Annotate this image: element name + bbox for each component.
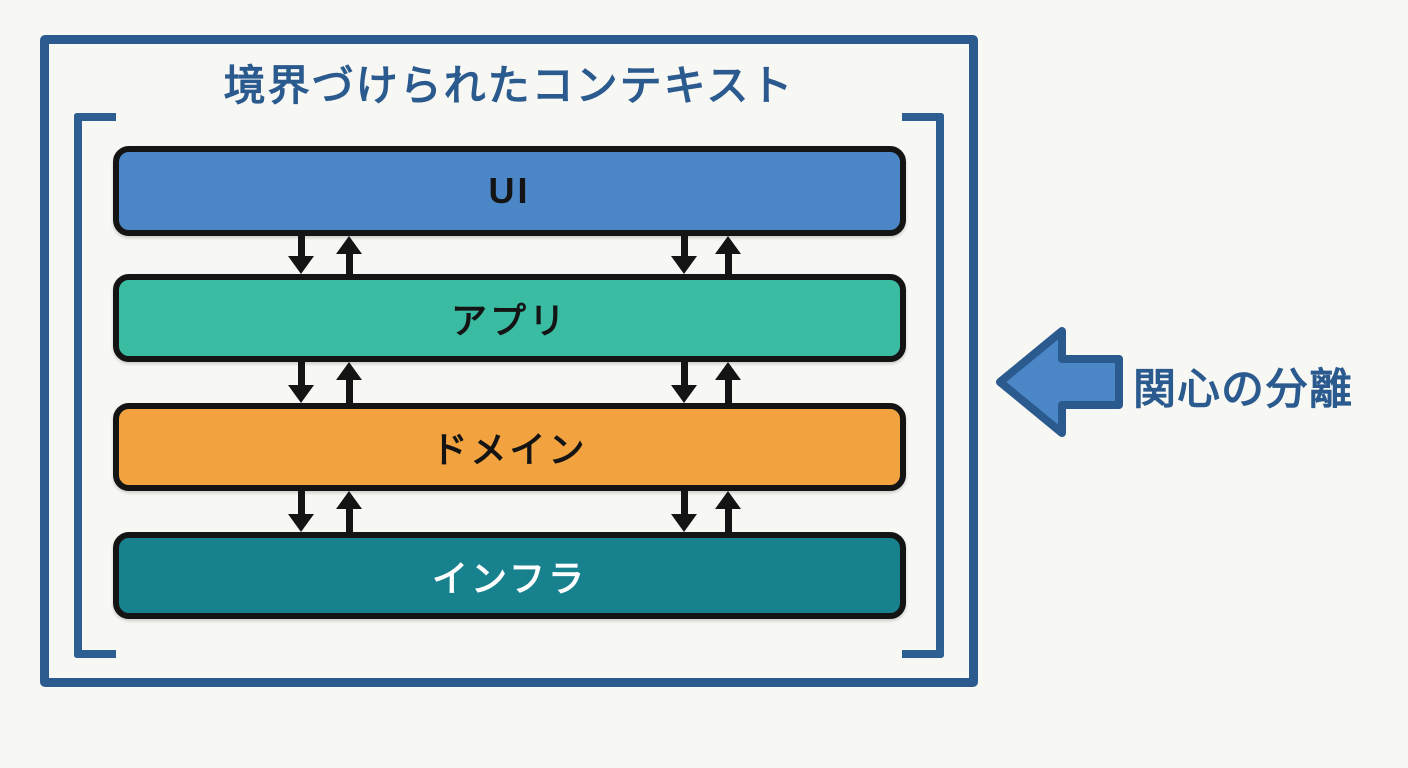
layer-infrastructure: インフラ	[113, 532, 906, 619]
arrow-up-icon	[715, 362, 741, 403]
left-bracket	[74, 113, 116, 658]
layer-domain-label: ドメイン	[431, 429, 588, 470]
arrow-up-icon	[336, 491, 362, 532]
arrow-down-icon	[288, 491, 314, 532]
left-block-arrow-icon	[996, 327, 1123, 437]
diagram-title: 境界づけられたコンテキスト	[223, 62, 795, 109]
arrow-down-icon	[288, 362, 314, 403]
layer-domain: ドメイン	[113, 403, 906, 491]
layer-infrastructure-label: インフラ	[432, 557, 587, 599]
arrow-up-icon	[715, 491, 741, 532]
layer-application: アプリ	[113, 274, 906, 362]
arrow-down-icon	[288, 236, 314, 274]
layer-application-label: アプリ	[450, 300, 568, 341]
connectors-ui-app	[113, 236, 906, 274]
arrow-up-icon	[336, 362, 362, 403]
layer-ui-label: UI	[488, 170, 531, 211]
layer-ui: UI	[113, 146, 906, 236]
arrow-down-icon	[671, 491, 697, 532]
right-bracket	[902, 113, 944, 658]
connectors-app-domain	[113, 362, 906, 403]
arrow-down-icon	[671, 362, 697, 403]
connectors-domain-infra	[113, 491, 906, 532]
bounded-context-frame	[40, 35, 978, 687]
arrow-down-icon	[671, 236, 697, 274]
arrow-up-icon	[715, 236, 741, 274]
annotation-label: 関心の分離	[1133, 366, 1353, 414]
arrow-up-icon	[336, 236, 362, 274]
